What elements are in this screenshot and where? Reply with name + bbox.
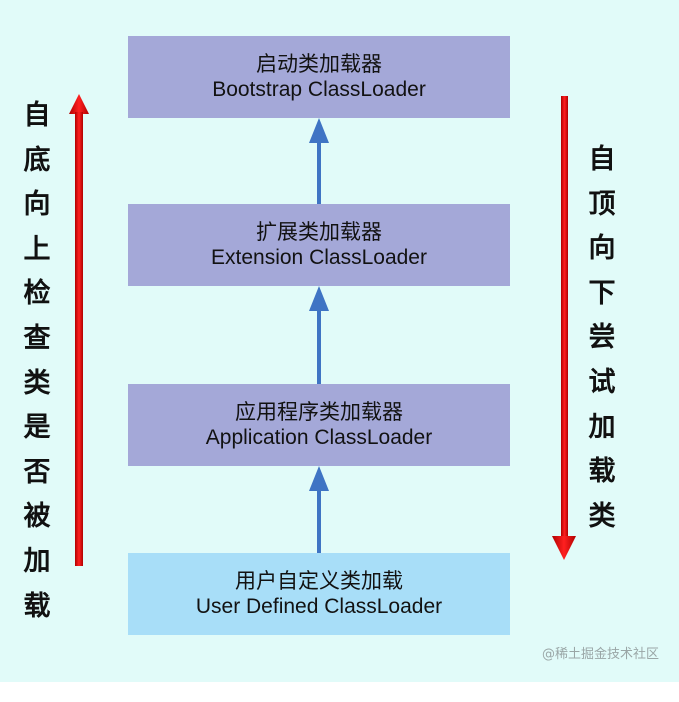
bootstrap-en-label: Bootstrap ClassLoader xyxy=(212,78,426,101)
arrow-user-to-application xyxy=(309,466,329,553)
application-en-label: Application ClassLoader xyxy=(205,426,433,449)
left-vertical-caption: 自底向上检查类是否被加载 xyxy=(23,100,51,622)
user-defined-classloader-box: 用户自定义类加载 User Defined ClassLoader xyxy=(128,553,510,635)
application-cn-label: 应用程序类加载器 xyxy=(235,400,403,424)
watermark: @稀土掘金技术社区 xyxy=(541,647,659,662)
arrow-application-to-extension xyxy=(309,286,329,384)
left-red-arrow xyxy=(69,94,89,566)
extension-cn-label: 扩展类加载器 xyxy=(256,220,382,244)
right-vertical-caption: 自顶向下尝试加载类 xyxy=(588,144,616,532)
bootstrap-cn-label: 启动类加载器 xyxy=(256,52,382,76)
user-en-label: User Defined ClassLoader xyxy=(195,595,443,618)
extension-classloader-box: 扩展类加载器 Extension ClassLoader xyxy=(128,204,510,286)
extension-en-label: Extension ClassLoader xyxy=(211,246,427,269)
user-cn-label: 用户自定义类加载 xyxy=(235,569,403,593)
application-classloader-box: 应用程序类加载器 Application ClassLoader xyxy=(128,384,510,466)
arrows-layer xyxy=(69,94,576,566)
right-red-arrow xyxy=(552,96,576,560)
arrow-extension-to-bootstrap xyxy=(309,118,329,204)
diagram-canvas: 启动类加载器 Bootstrap ClassLoader 扩展类加载器 Exte… xyxy=(0,0,679,682)
bootstrap-classloader-box: 启动类加载器 Bootstrap ClassLoader xyxy=(128,36,510,118)
